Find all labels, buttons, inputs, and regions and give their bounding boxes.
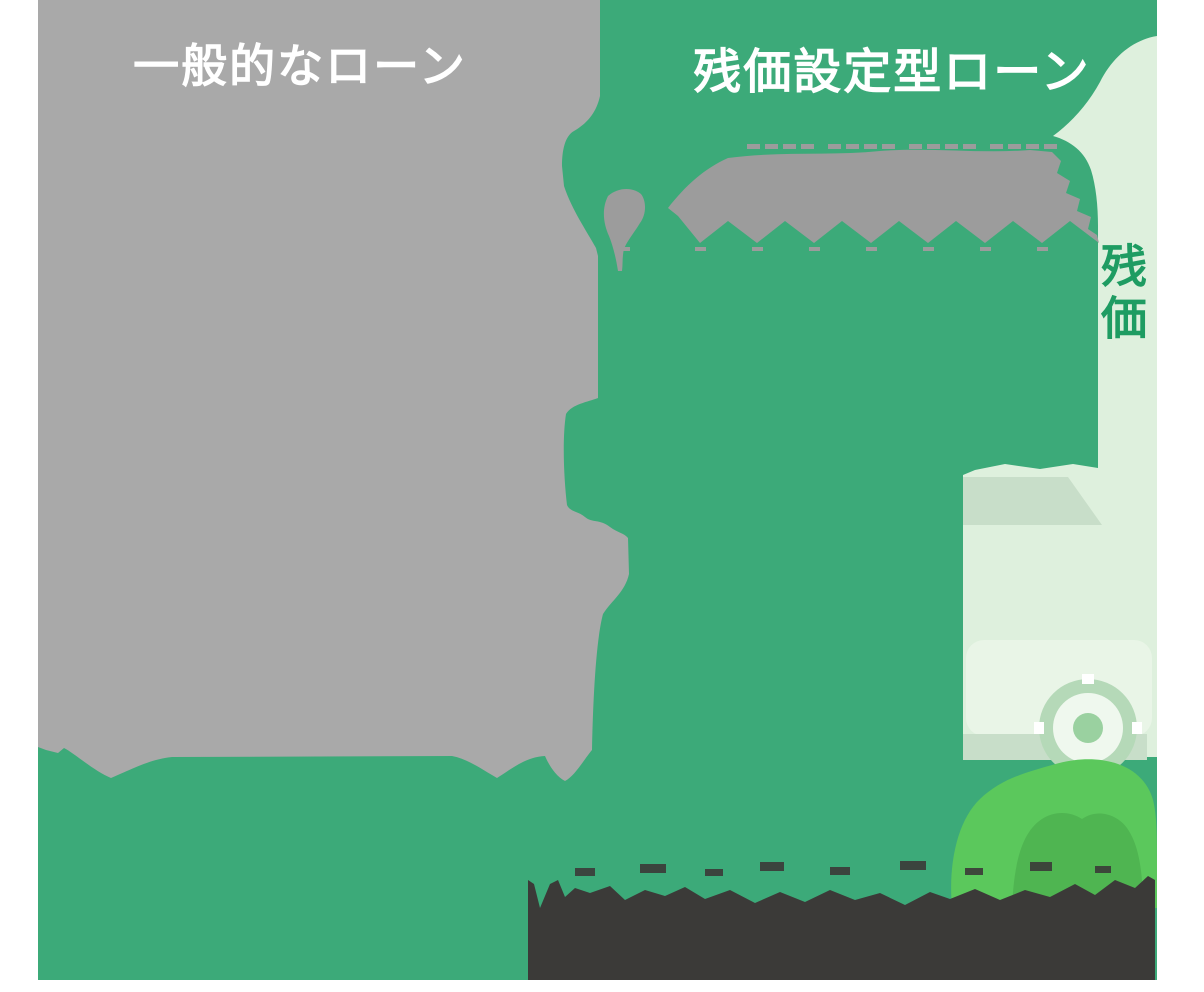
- wheel-icon: [1034, 674, 1142, 782]
- wheel-hub: [1073, 713, 1103, 743]
- residual-loan-title: 残価設定型ローン: [693, 44, 1091, 100]
- payment-band-dots: [620, 247, 1048, 251]
- residual-band: [963, 36, 1157, 757]
- car-illustration: [963, 477, 1152, 782]
- payment-drop-shape: [603, 188, 646, 271]
- payment-arrows-band: [668, 149, 1099, 243]
- ground-texture-marks: [575, 861, 1111, 876]
- general-loan-title: 一般的なローン: [133, 39, 467, 93]
- left-loan-panel: [38, 0, 629, 781]
- car-window-strip: [963, 477, 1102, 525]
- residual-value-label: 残価: [1094, 242, 1148, 346]
- payment-band-tick-marks: [747, 144, 1057, 149]
- ground-band: [528, 876, 1155, 980]
